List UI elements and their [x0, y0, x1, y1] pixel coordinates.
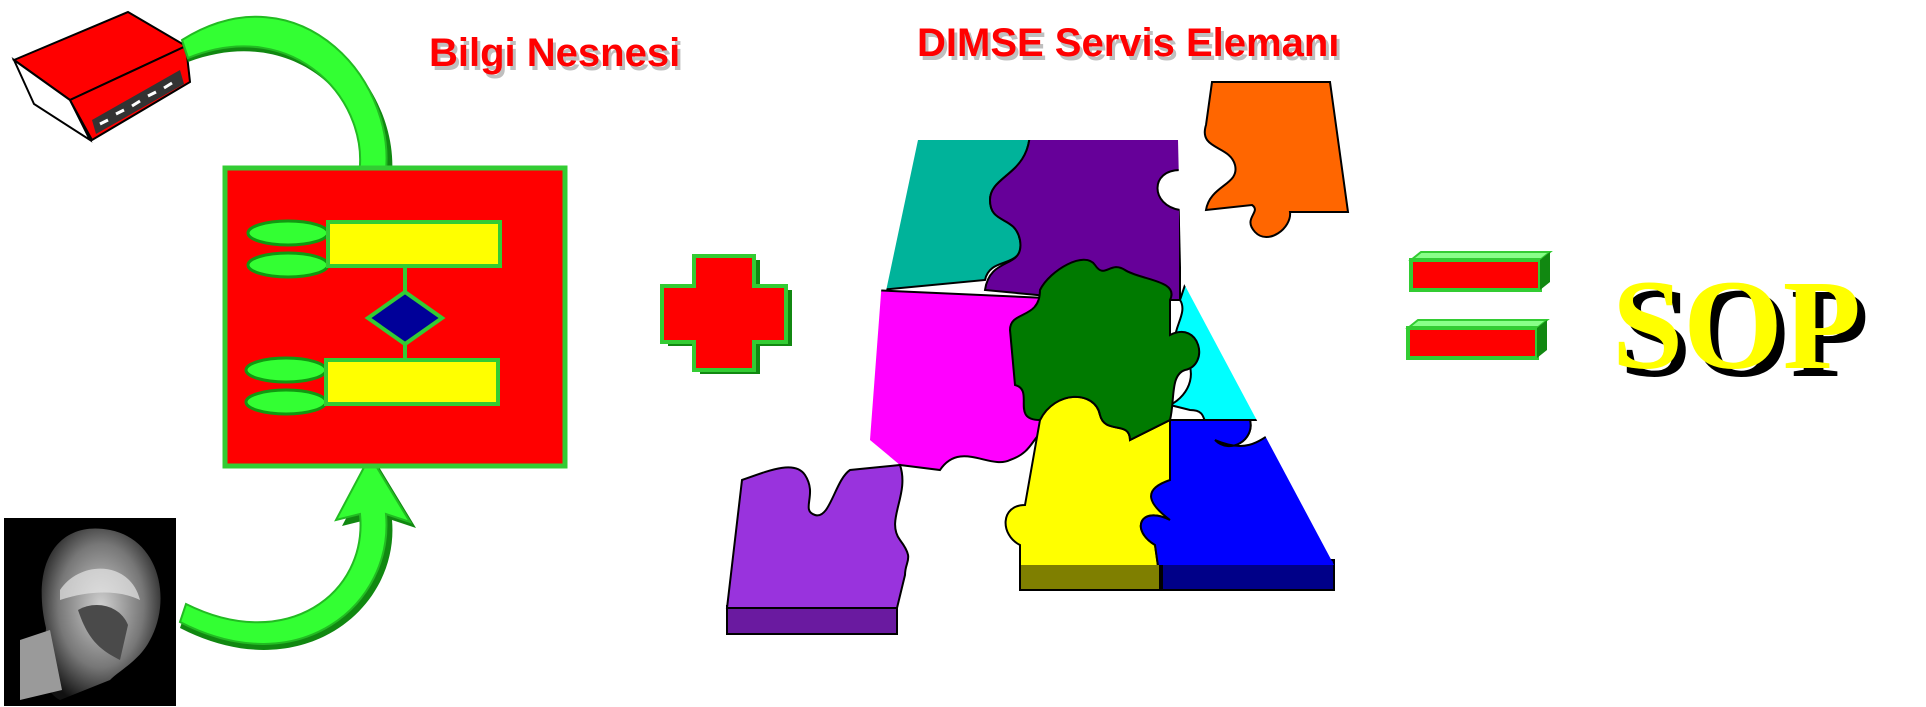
puzzle-piece-blue	[1139, 419, 1334, 565]
svg-text:SOP: SOP	[1620, 262, 1869, 404]
arrow-from-mri	[178, 453, 416, 650]
book-icon	[11, 10, 192, 143]
equals-sign	[1405, 251, 1553, 360]
mri-brain-scan-image	[4, 518, 176, 706]
svg-text:Bilgi Nesnesi: Bilgi Nesnesi	[429, 31, 680, 75]
puzzle-pieces	[725, 81, 1350, 635]
puzzle-piece-violet	[725, 463, 910, 635]
dimse-service-element-label: DIMSE Servis Elemanı DIMSE Servis Eleman…	[917, 21, 1342, 69]
svg-text:DIMSE Servis Elemanı: DIMSE Servis Elemanı	[917, 21, 1339, 65]
info-object-label: Bilgi Nesnesi Bilgi Nesnesi	[429, 31, 683, 79]
puzzle-piece-green	[1008, 258, 1201, 442]
puzzle-piece-orange	[1203, 81, 1350, 238]
plus-sign	[660, 254, 792, 374]
svg-text:SOP: SOP	[1612, 254, 1861, 396]
svg-text:Bilgi Nesnesi: Bilgi Nesnesi	[432, 35, 683, 79]
svg-text:DIMSE Servis Elemanı: DIMSE Servis Elemanı	[920, 25, 1342, 69]
flowchart-icon	[222, 165, 568, 469]
puzzle-piece-purple	[983, 140, 1181, 302]
sop-label: SOP SOP	[1612, 254, 1869, 404]
